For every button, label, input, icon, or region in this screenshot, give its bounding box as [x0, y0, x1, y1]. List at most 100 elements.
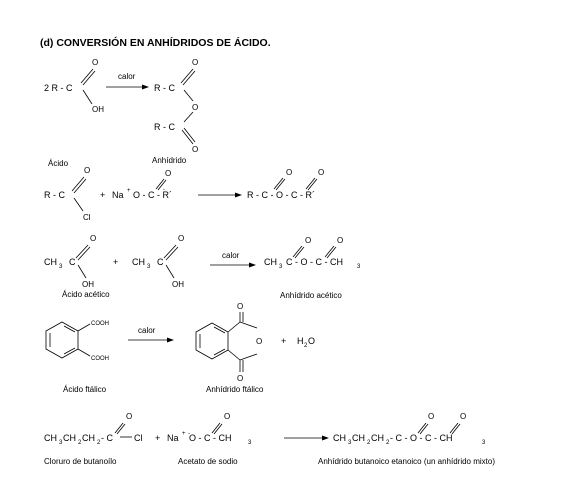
r4-product-ring-double-2 [213, 326, 226, 334]
r3-product-chain-sub: 3 [357, 264, 361, 270]
r3-methyl-2: CH [132, 257, 145, 267]
r2-carboxylate-oxygen: O [165, 169, 171, 178]
r1-product-double-bond-b [182, 70, 196, 86]
r4-water-h: H [297, 336, 304, 346]
r3-reactant2-bond-a [163, 244, 177, 259]
r5-butanoyl-sub1: 3 [59, 440, 63, 446]
section-title: (d) CONVERSIÓN EN ANHÍDRIDOS DE ÁCIDO. [40, 36, 271, 49]
r5-butanoyl-carbon: - C [101, 433, 113, 443]
r5-product-sub4: 3 [482, 440, 486, 446]
r5-product-sub1: 3 [348, 440, 352, 446]
r3-methyl-2-sub: 3 [147, 264, 151, 270]
r4-arrow-head [167, 337, 174, 343]
r4-product-ring-double-3 [213, 348, 226, 356]
r3-plus: + [113, 257, 118, 267]
r1-product-double-bond-a [180, 68, 194, 84]
r4-product-bridge-top [239, 321, 258, 329]
r3-product-oxygen-2: O [337, 236, 343, 245]
r5-plus: + [155, 433, 160, 443]
r2-acyl-chloride: R - C [44, 190, 65, 200]
r2-product-bond-a [273, 177, 284, 190]
r5-product-rest: - C - O - C - CH [390, 433, 453, 443]
r2-carboxylate: O - C - R´ [133, 190, 172, 200]
r2-carboxylate-charge: - [163, 187, 165, 193]
r5-sodium: Na [167, 433, 179, 443]
r5-butanoyl-ch2b: CH [82, 433, 95, 443]
r5-butanoyl-bond-a [114, 422, 124, 434]
r5-product-ch2a: CH [352, 433, 365, 443]
r1-product-oxygen-bridge: O [192, 103, 198, 112]
r2-product: R - C - O - C - R´ [247, 190, 315, 200]
r3-label-acid: Ácido acético [62, 290, 110, 299]
r3-arrow-label: calor [222, 251, 240, 260]
r4-water-sub: 2 [304, 343, 308, 349]
r5-acetate-sub: 3 [248, 440, 252, 446]
reaction-2: R - C O Cl + Na + O - C - R´ - O R - C -… [44, 166, 324, 222]
r1-label-acid: Ácido [48, 159, 69, 168]
r3-product-chain: C - O - C - CH [286, 257, 343, 267]
r3-reactant2-oh-bond [165, 264, 175, 279]
r1-product-oxygen-bottom: O [192, 145, 198, 154]
r2-cl-bond [73, 197, 84, 212]
r1-label-anhydride: Anhídrido [152, 156, 187, 165]
r2-sodium: Na [112, 190, 124, 200]
r4-label-anhydride: Anhídrido ftálico [206, 385, 264, 394]
r5-acetate: O - C - CH [189, 433, 232, 443]
r5-product-ch3: CH [333, 433, 346, 443]
r4-benzene-ring [45, 321, 79, 359]
r4-product-oxygen-bottom: O [237, 374, 243, 383]
r3-product-oxygen-1: O [305, 236, 311, 245]
r4-cooh-top: COOH [91, 321, 109, 327]
reaction-4: COOH COOH calor O O O + H 2 O Ácido ftál… [45, 302, 315, 394]
r4-ring-double-3 [63, 347, 76, 355]
r1-product-double-bond-d [183, 127, 196, 143]
r4-product-bridge-bottom [239, 353, 258, 361]
r5-butanoyl-ch3: CH [44, 433, 57, 443]
r2-carboxylate-bond-a [155, 178, 165, 190]
r1-product-double-bond-c [181, 129, 194, 145]
r2-sodium-charge: + [127, 188, 131, 194]
r3-reactant1-oxygen: O [90, 234, 96, 243]
r5-chlorine: Cl [134, 433, 143, 443]
r2-product-bond-d [307, 178, 318, 191]
r2-product-bond-c [305, 177, 316, 190]
r1-reactant: 2 R - C [44, 83, 73, 93]
r2-double-bond-a [71, 176, 85, 192]
r1-product-top: R - C [154, 83, 175, 93]
reaction-1: 2 R - C O OH calor R - C O O R - C O Áci… [44, 58, 198, 168]
r2-carboxylate-bond-b [157, 179, 167, 191]
r1-reactant-double-bond-a [80, 68, 94, 84]
r5-label-acetate: Acetato de sodio [178, 457, 238, 466]
r5-butanoyl-ch2a: CH [63, 433, 76, 443]
r1-reactant-oh-bond [82, 89, 93, 105]
r4-water-o: O [308, 336, 315, 346]
r3-carbon-1: C [69, 257, 76, 267]
r4-cooh-bond-top [77, 323, 91, 332]
r1-reactant-oxygen: O [92, 58, 98, 67]
r5-arrow-head [322, 435, 329, 441]
r3-product-methyl: CH [264, 257, 277, 267]
r4-arrow-label: calor [138, 326, 156, 335]
r4-product-carbonyl-bond-top [227, 321, 241, 333]
r3-reactant1-bond-b [77, 246, 91, 261]
r4-product-ring [195, 322, 229, 360]
r4-ring-double-2 [63, 325, 76, 333]
r5-acetate-charge: - [188, 431, 190, 437]
r5-butanoyl-bond-b [116, 423, 126, 435]
r5-product-oxygen-2: O [460, 412, 466, 421]
r2-product-bond-b [275, 178, 286, 191]
r3-methyl-1-sub: 3 [59, 264, 63, 270]
r3-reactant2-bond-b [165, 246, 179, 261]
r3-reactant1-oh: OH [82, 280, 94, 289]
r4-cooh-bottom: COOH [91, 356, 109, 362]
r5-product-sub3: 2 [386, 440, 390, 446]
r2-product-oxygen-2: O [318, 168, 324, 177]
r3-reactant2-oxygen: O [178, 234, 184, 243]
r1-product-oxygen-top: O [192, 58, 198, 67]
r2-oxygen: O [84, 166, 90, 175]
r4-product-oxygen-top: O [237, 302, 243, 311]
r5-label-chloride: Cloruro de butanoílo [44, 457, 117, 466]
r2-plus: + [100, 190, 105, 200]
r2-arrow-head [235, 192, 242, 198]
